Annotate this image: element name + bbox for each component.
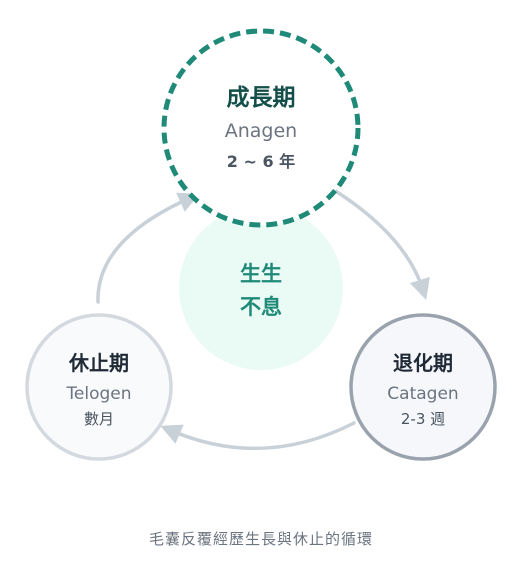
telogen-subtitle: Telogen xyxy=(65,384,131,404)
telogen-circle xyxy=(25,313,173,461)
anagen-circle xyxy=(161,28,361,228)
anagen-duration: 2 ~ 6 年 xyxy=(227,152,295,171)
arrow-anagen-to-catagen xyxy=(332,188,430,301)
center-text-line1: 生生 xyxy=(240,262,282,286)
center-text-line2: 不息 xyxy=(240,295,282,319)
catagen-title: 退化期 xyxy=(393,351,453,375)
anagen-title: 成長期 xyxy=(227,85,296,111)
arrow-telogen-to-anagen xyxy=(96,192,200,304)
telogen-title: 休止期 xyxy=(68,351,129,375)
catagen-circle xyxy=(349,313,497,461)
phase-node-anagen: 成長期 Anagen 2 ~ 6 年 xyxy=(161,28,361,228)
catagen-duration: 2-3 週 xyxy=(401,410,445,428)
anagen-subtitle: Anagen xyxy=(225,120,297,142)
phase-node-catagen: 退化期 Catagen 2-3 週 xyxy=(349,313,497,461)
center-circle xyxy=(179,206,343,370)
catagen-subtitle: Catagen xyxy=(387,384,458,404)
phase-node-telogen: 休止期 Telogen 數月 xyxy=(25,313,173,461)
telogen-duration: 數月 xyxy=(84,410,114,428)
arrow-catagen-to-telogen xyxy=(160,421,356,451)
diagram-caption: 毛囊反覆經歷生長與休止的循環 xyxy=(148,530,373,548)
